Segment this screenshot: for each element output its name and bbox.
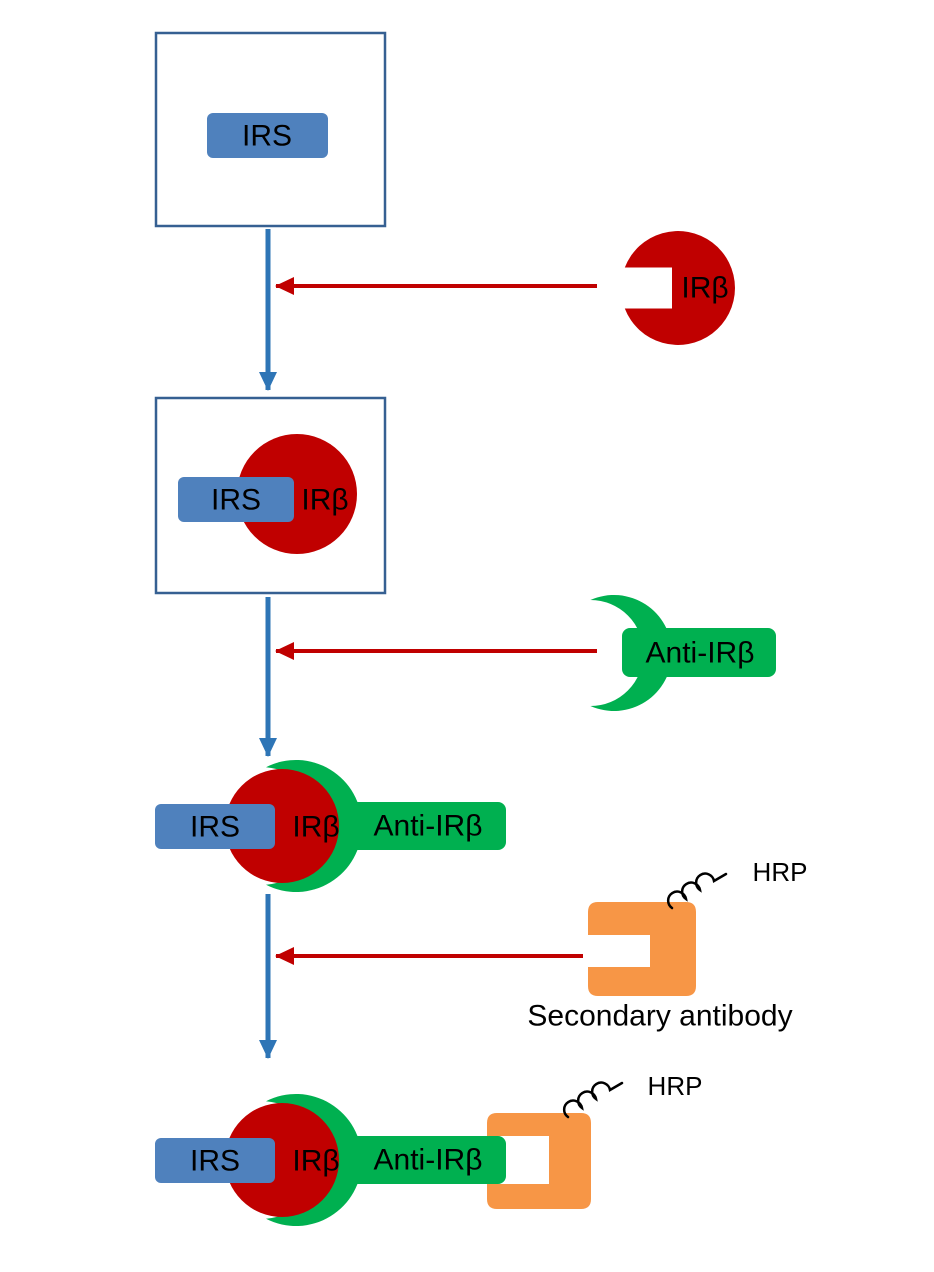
anti-ir-beta-crescent <box>590 595 672 711</box>
ir-beta-protein <box>225 1103 339 1217</box>
irs-label: IRS <box>211 484 261 517</box>
hrp-coil <box>666 872 728 910</box>
irs-protein <box>155 804 275 849</box>
well-box <box>154 396 387 595</box>
irs-protein <box>207 113 328 158</box>
irs-label: IRS <box>190 1145 240 1178</box>
reagent-secondary-antibody: HRP Secondary antibody <box>275 857 808 1033</box>
anti-ir-beta-body <box>349 1136 506 1184</box>
ir-beta-protein <box>225 769 339 883</box>
step4-final-detection-complex: HRP IRS IRβ Anti-IRβ <box>155 1071 702 1226</box>
hrp-label: HRP <box>648 1071 703 1101</box>
secondary-antibody-label: Secondary antibody <box>527 1000 792 1033</box>
ir-beta-label: IRβ <box>301 484 348 517</box>
step3-anti-ir-beta-bound-complex: IRS IRβ Anti-IRβ <box>155 760 506 892</box>
step1-irs-coated-well: IRS <box>154 31 387 228</box>
reagent-anti-ir-beta: Anti-IRβ <box>275 595 776 711</box>
anti-ir-beta-body <box>349 802 506 850</box>
anti-ir-beta-label: Anti-IRβ <box>374 1144 483 1177</box>
secondary-antibody-shape <box>487 1113 591 1209</box>
well-box <box>154 31 387 228</box>
ir-beta-protein <box>237 434 357 554</box>
ir-beta-label: IRβ <box>681 272 728 305</box>
reagent-ir-beta: IRβ <box>275 231 735 345</box>
irs-protein <box>178 477 294 522</box>
ir-beta-label: IRβ <box>292 1145 339 1178</box>
anti-ir-beta-label: Anti-IRβ <box>374 810 483 843</box>
secondary-antibody-shape <box>588 902 696 996</box>
anti-ir-beta-crescent <box>266 1094 362 1226</box>
irs-label: IRS <box>242 120 292 153</box>
irs-protein <box>155 1138 275 1183</box>
anti-ir-beta-crescent <box>266 760 362 892</box>
ir-beta-label: IRβ <box>292 811 339 844</box>
hrp-coil <box>562 1081 624 1119</box>
anti-ir-beta-label: Anti-IRβ <box>646 637 755 670</box>
step2-irs-ir-beta-complex: IRS IRβ <box>154 396 387 595</box>
ir-beta-protein-shape <box>624 231 735 345</box>
irs-label: IRS <box>190 811 240 844</box>
hrp-label: HRP <box>753 857 808 887</box>
